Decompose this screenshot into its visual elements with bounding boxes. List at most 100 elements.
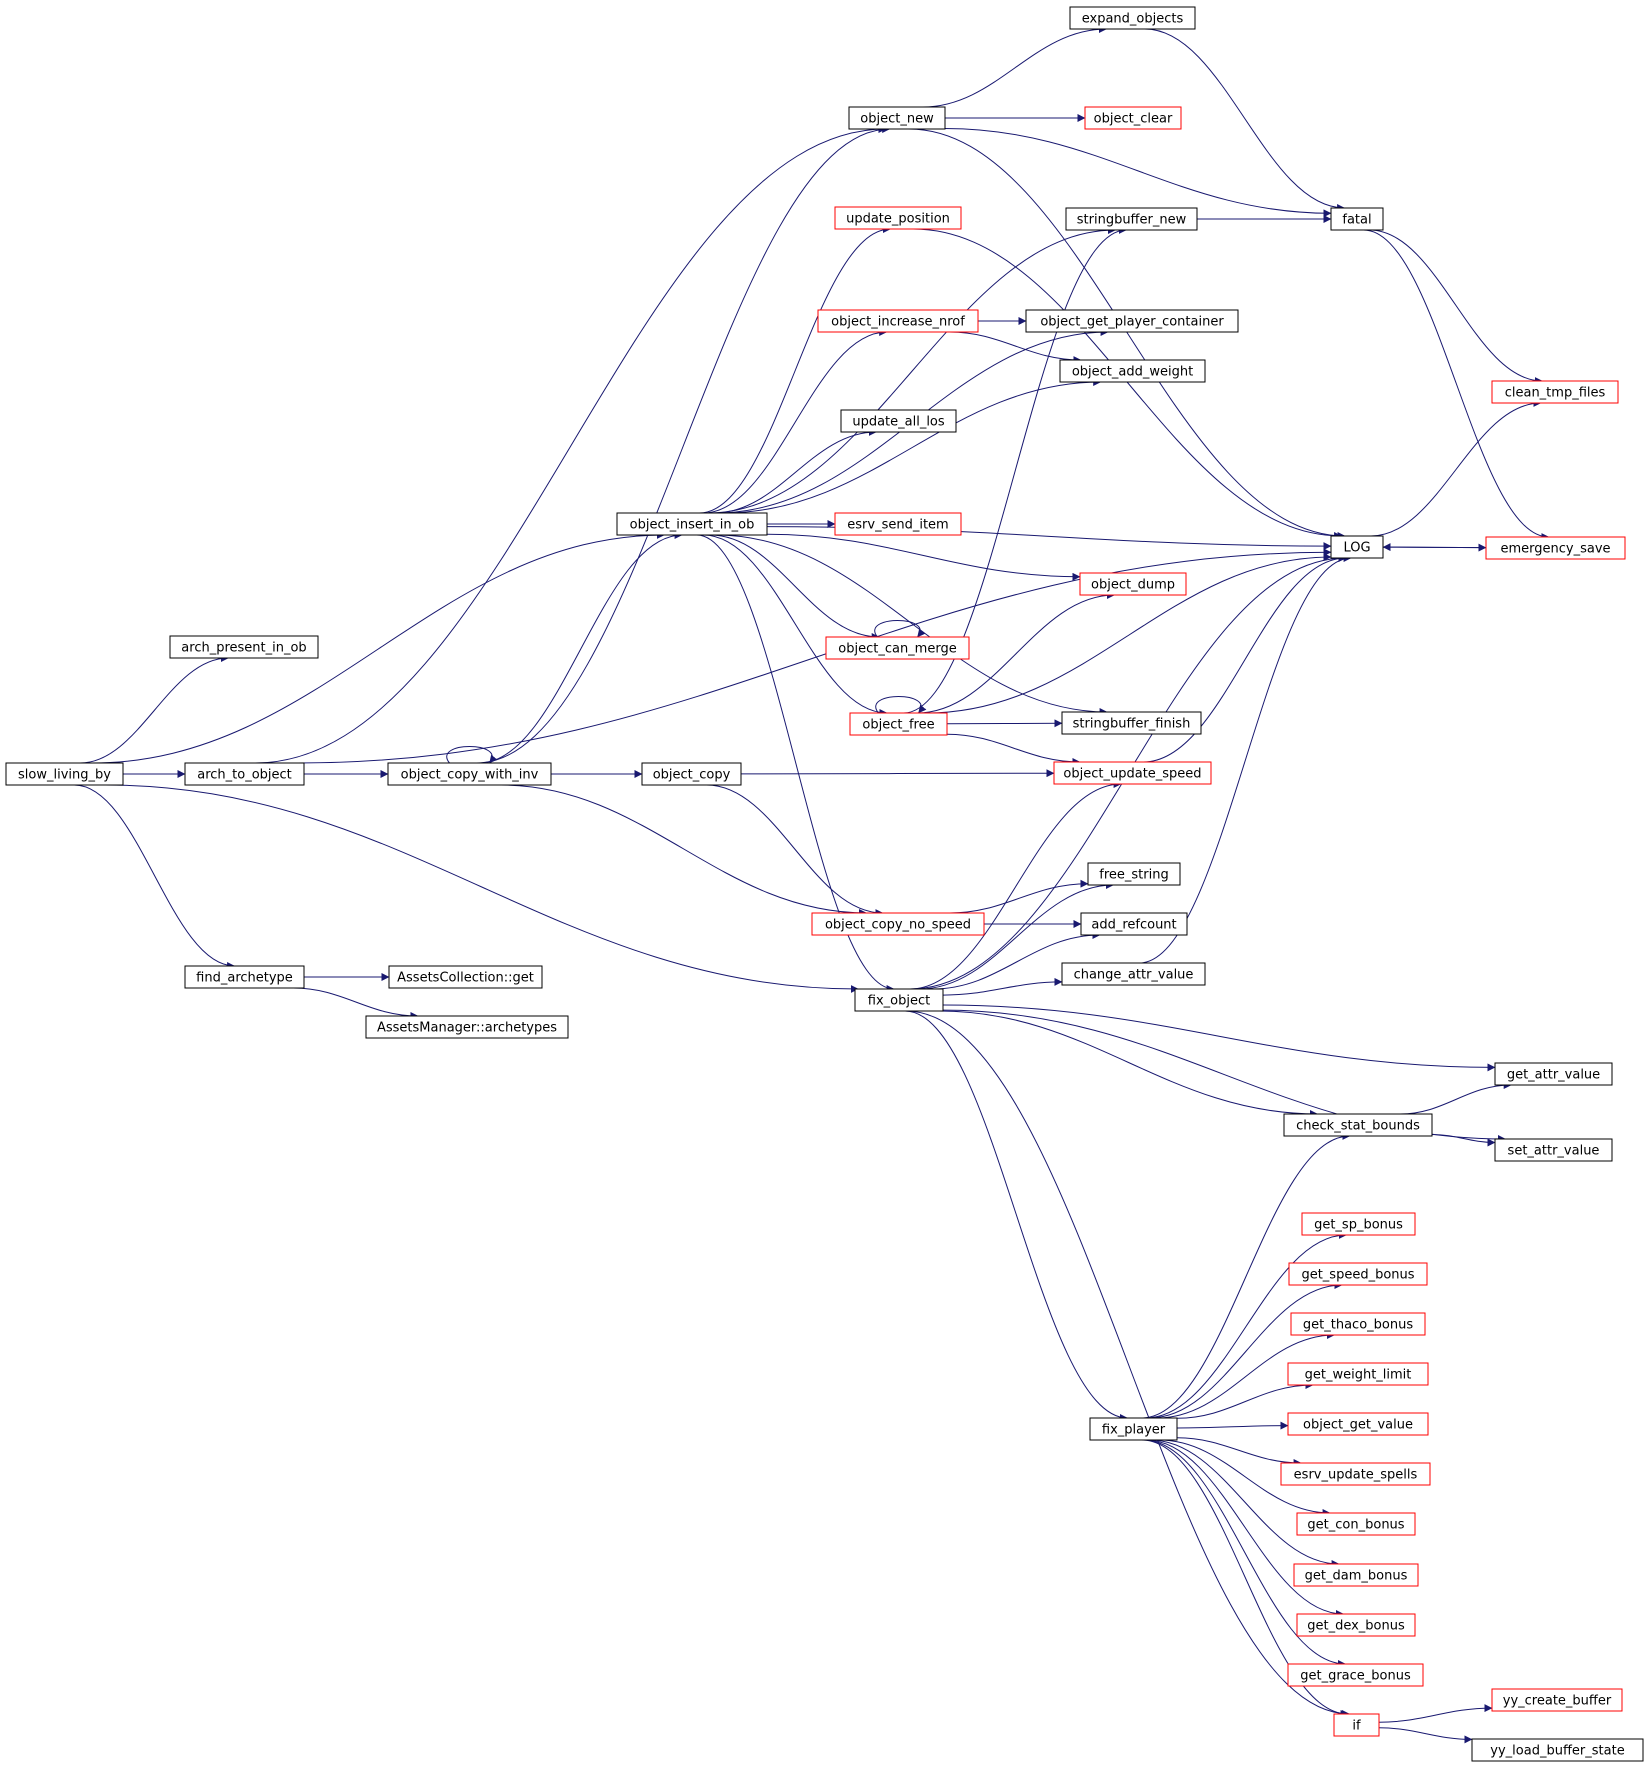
node-clean_tmp_files[interactable]: clean_tmp_files [1491,380,1619,404]
edge-fix_object-to-object_update_speed [910,780,1122,990]
node-object_copy_no_speed[interactable]: object_copy_no_speed [811,912,985,936]
node-if[interactable]: if [1333,1713,1380,1737]
edge-arch_to_object-to-LOG [298,548,1332,764]
node-object_get_player_container[interactable]: object_get_player_container [1025,309,1239,333]
edge-object_insert_in_ob-to-fix_object [696,534,895,993]
node-box [1025,309,1239,333]
node-box [1471,1738,1644,1762]
node-find_archetype[interactable]: find_archetype [184,965,305,989]
node-esrv_send_item[interactable]: esrv_send_item [834,512,962,536]
node-object_free[interactable]: object_free [849,712,948,736]
node-check_stat_bounds[interactable]: check_stat_bounds [1283,1113,1433,1137]
node-expand_objects[interactable]: expand_objects [1069,6,1196,30]
node-box [169,635,319,659]
node-arch_to_object[interactable]: arch_to_object [184,762,305,786]
node-yy_load_buffer_state[interactable]: yy_load_buffer_state [1471,1738,1644,1762]
node-box [1296,1512,1416,1536]
edge-object_insert_in_ob-to-object_can_merge [710,534,880,641]
node-slow_living_by[interactable]: slow_living_by [5,762,124,786]
node-update_position[interactable]: update_position [834,206,962,230]
node-label: get_sp_bonus [1314,1218,1403,1233]
node-stringbuffer_new[interactable]: stringbuffer_new [1065,207,1198,231]
node-arch_present_in_ob[interactable]: arch_present_in_ob [169,635,319,659]
edge-object_insert_in_ob-to-update_all_los [714,428,877,514]
node-get_grace_bonus[interactable]: get_grace_bonus [1287,1663,1424,1687]
node-label: AssetsCollection::get [397,971,534,986]
edge-object_insert_in_ob-to-object_add_weight [723,378,1102,514]
node-object_add_weight[interactable]: object_add_weight [1059,359,1206,383]
edge-check_stat_bounds-to-get_attr_value [1400,1081,1512,1115]
node-object_can_merge[interactable]: object_can_merge [825,636,970,660]
node-object_insert_in_ob[interactable]: object_insert_in_ob [616,512,768,536]
edge-check_stat_bounds-to-set_attr_value [1431,1134,1496,1147]
node-box [641,762,742,786]
node-box [1333,1713,1380,1737]
node-AssetsManager_archetypes[interactable]: AssetsManager::archetypes [365,1015,569,1039]
node-box [825,636,970,660]
node-esrv_update_spells[interactable]: esrv_update_spells [1280,1462,1431,1486]
node-get_thaco_bonus[interactable]: get_thaco_bonus [1290,1312,1426,1336]
node-label: fatal [1342,213,1371,228]
node-LOG[interactable]: LOG [1330,535,1384,559]
node-object_copy[interactable]: object_copy [641,762,742,786]
edge-expand_objects-to-fatal [1144,28,1346,212]
node-label: object_copy [653,768,731,783]
edge-fix_player-to-get_dam_bonus [1150,1439,1340,1568]
node-box [616,512,768,536]
edge-object_increase_nrof-to-object_add_weight [949,331,1082,364]
node-box [848,106,946,130]
node-get_weight_limit[interactable]: get_weight_limit [1287,1362,1429,1386]
edge-fix_object-to-if [905,1010,1350,1718]
node-get_sp_bonus[interactable]: get_sp_bonus [1301,1212,1416,1236]
node-box [1290,1312,1426,1336]
node-emergency_save[interactable]: emergency_save [1485,536,1626,560]
node-box [1288,1262,1428,1286]
edge-object_copy-to-object_update_speed [740,769,1055,778]
node-label: object_copy_no_speed [825,918,971,933]
node-label: fix_object [868,994,930,1009]
node-set_attr_value[interactable]: set_attr_value [1494,1138,1613,1162]
edge-object_insert_in_ob-to-object_dump [766,533,1081,581]
node-label: object_increase_nrof [831,315,965,330]
edge-arch_to_object-to-object_new [255,125,887,764]
node-label: check_stat_bounds [1296,1119,1420,1134]
node-stringbuffer_finish[interactable]: stringbuffer_finish [1061,711,1202,735]
edge-slow_living_by-to-fix_object [105,784,859,993]
node-get_attr_value[interactable]: get_attr_value [1494,1062,1613,1086]
edge-object_insert_in_ob-to-update_position [699,225,891,514]
node-object_increase_nrof[interactable]: object_increase_nrof [817,309,979,333]
node-free_string[interactable]: free_string [1087,862,1181,886]
node-add_refcount[interactable]: add_refcount [1080,912,1188,936]
node-label: yy_load_buffer_state [1490,1744,1624,1759]
node-object_new[interactable]: object_new [848,106,946,130]
node-fix_object[interactable]: fix_object [854,988,944,1012]
node-update_all_los[interactable]: update_all_los [840,409,957,433]
node-object_update_speed[interactable]: object_update_speed [1053,761,1212,785]
node-get_con_bonus[interactable]: get_con_bonus [1296,1512,1416,1536]
node-get_speed_bonus[interactable]: get_speed_bonus [1288,1262,1428,1286]
node-object_copy_with_inv[interactable]: object_copy_with_inv [387,762,552,786]
node-fatal[interactable]: fatal [1330,207,1384,231]
node-get_dam_bonus[interactable]: get_dam_bonus [1293,1563,1419,1587]
node-yy_create_buffer[interactable]: yy_create_buffer [1491,1688,1623,1712]
node-label: fix_player [1102,1423,1166,1438]
node-get_dex_bonus[interactable]: get_dex_bonus [1296,1613,1416,1637]
node-object_get_value[interactable]: object_get_value [1287,1412,1429,1436]
edge-fix_player-to-get_weight_limit [1176,1381,1314,1419]
node-object_clear[interactable]: object_clear [1084,106,1182,130]
edge-fix_player-to-if [1141,1439,1349,1718]
node-layer: slow_living_by arch_present_in_ob arch_to_… [5,6,1644,1762]
node-label: AssetsManager::archetypes [377,1021,557,1036]
edge-object_copy_no_speed-to-free_string [949,879,1089,914]
edge-object_copy-to-object_copy_no_speed [706,784,884,917]
node-label: slow_living_by [18,768,111,783]
node-object_dump[interactable]: object_dump [1079,572,1187,596]
edge-fix_player-to-get_sp_bonus [1145,1231,1347,1419]
node-label: add_refcount [1091,918,1176,933]
node-label: arch_to_object [197,768,292,783]
node-fix_player[interactable]: fix_player [1089,1417,1178,1441]
node-box [1296,1613,1416,1637]
node-AssetsCollection_get[interactable]: AssetsCollection::get [388,965,543,989]
node-label: get_speed_bonus [1301,1268,1414,1283]
node-change_attr_value[interactable]: change_attr_value [1061,962,1206,986]
